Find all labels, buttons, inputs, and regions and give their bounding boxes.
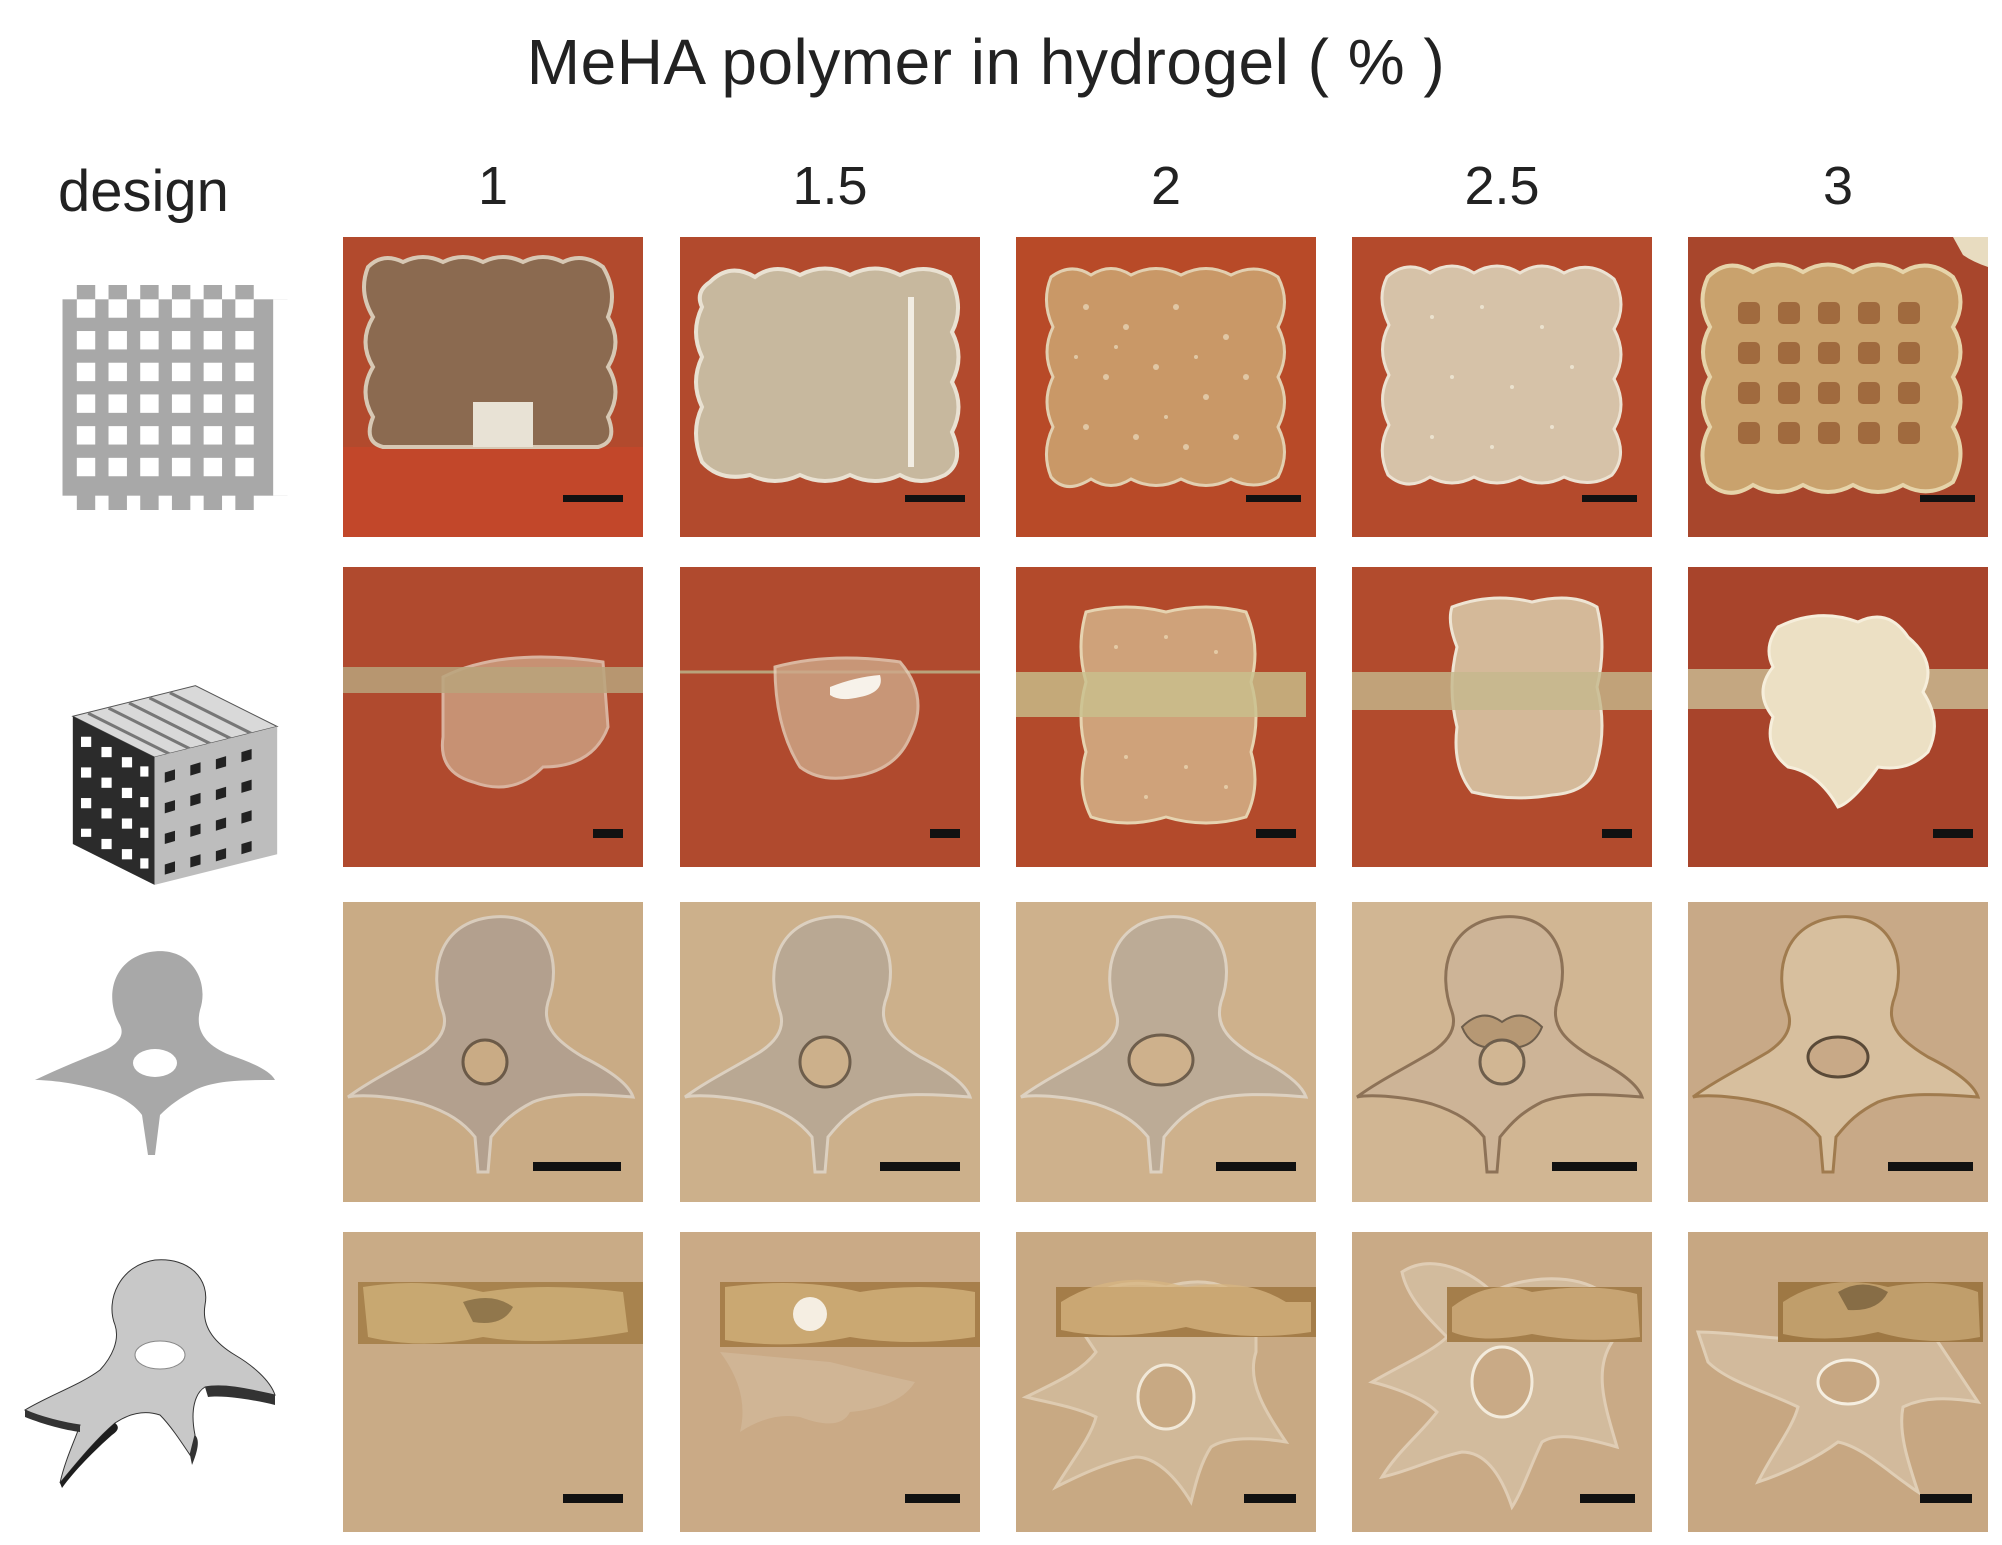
photo-row1-conc-2 xyxy=(1016,237,1316,537)
design-column-label: design xyxy=(58,159,229,224)
vertebra-2d-icon xyxy=(25,930,285,1160)
photo-row3-conc-3 xyxy=(1688,902,1988,1202)
figure-title: MeHA polymer in hydrogel ( % ) xyxy=(526,26,1446,98)
concentration-label-2-5: 2.5 xyxy=(1464,156,1540,216)
photo-row2-conc-3 xyxy=(1688,567,1988,867)
photo-row4-conc-1-5 xyxy=(680,1232,980,1532)
photo-row3-conc-1 xyxy=(343,902,643,1202)
concentration-label-1: 1 xyxy=(477,156,509,216)
photo-row2-conc-1-5 xyxy=(680,567,980,867)
photo-row4-conc-1 xyxy=(343,1232,643,1532)
photo-row1-conc-3 xyxy=(1688,237,1988,537)
photo-row2-conc-1 xyxy=(343,567,643,867)
photo-row1-conc-1 xyxy=(343,237,643,537)
photo-row2-conc-2-5 xyxy=(1352,567,1652,867)
concentration-label-3: 3 xyxy=(1822,156,1854,216)
concentration-label-1-5: 1.5 xyxy=(792,156,868,216)
photo-row3-conc-2 xyxy=(1016,902,1316,1202)
lattice-block-3d-icon xyxy=(45,655,305,890)
photo-row3-conc-2-5 xyxy=(1352,902,1652,1202)
photo-row4-conc-3 xyxy=(1688,1232,1988,1532)
photo-row4-conc-2-5 xyxy=(1352,1232,1652,1532)
photo-row2-conc-2 xyxy=(1016,567,1316,867)
vertebra-3d-icon xyxy=(20,1245,280,1490)
photo-row1-conc-1-5 xyxy=(680,237,980,537)
concentration-label-2: 2 xyxy=(1150,156,1182,216)
photo-row1-conc-2-5 xyxy=(1352,237,1652,537)
photo-row3-conc-1-5 xyxy=(680,902,980,1202)
photo-row4-conc-2 xyxy=(1016,1232,1316,1532)
lattice-grid-2d-icon xyxy=(45,285,305,510)
